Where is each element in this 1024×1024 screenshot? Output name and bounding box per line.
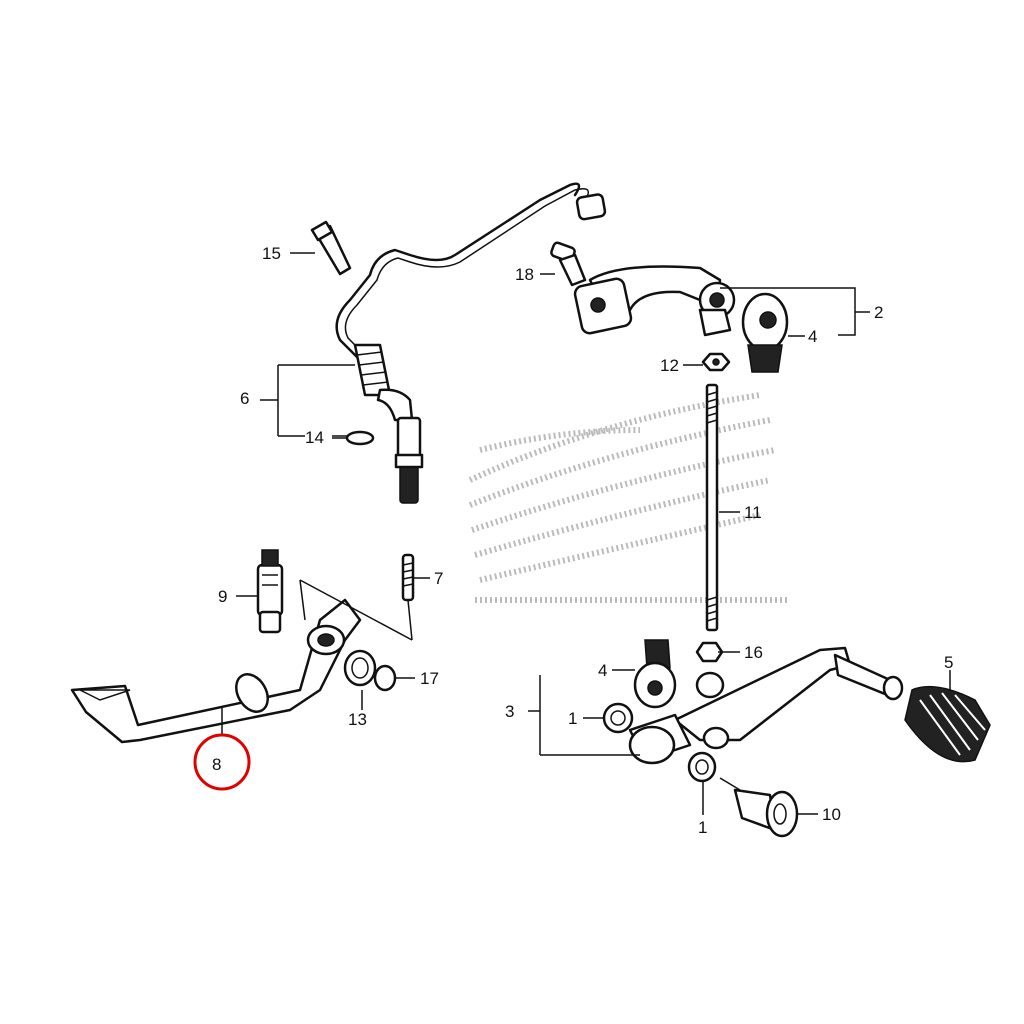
part-10-bolt	[719, 777, 799, 838]
callout-13: 13	[348, 710, 367, 729]
callout-10: 10	[822, 805, 841, 824]
leader-lines	[221, 252, 951, 815]
part-4-ball-joint-top	[741, 292, 789, 373]
part-15-bolt	[310, 220, 352, 276]
watermark-logo	[468, 392, 790, 603]
callout-1-bottom: 1	[698, 818, 707, 837]
highlight-circle	[193, 733, 251, 791]
part-6-shift-rod	[335, 182, 607, 504]
callout-12: 12	[660, 356, 679, 375]
part-8-brake-pedal	[70, 598, 362, 744]
part-1-oring-left	[602, 702, 634, 734]
part-2-shift-arm	[573, 265, 736, 337]
part-13-washer	[343, 649, 377, 687]
callout-6: 6	[240, 389, 249, 408]
part-18-bolt	[550, 241, 587, 287]
part-12-nut	[701, 352, 731, 372]
callout-5: 5	[944, 653, 953, 672]
callout-9: 9	[218, 587, 227, 606]
callout-4-bottom: 4	[598, 661, 607, 680]
callout-18: 18	[515, 265, 534, 284]
part-5-rubber	[904, 685, 991, 763]
callout-16: 16	[744, 643, 763, 662]
callout-11: 11	[744, 503, 762, 522]
callout-8: 8	[212, 755, 221, 774]
callout-14: 14	[305, 428, 324, 447]
callout-1-left: 1	[568, 709, 577, 728]
part-3-shift-pedal	[628, 646, 904, 765]
part-17-oring	[373, 664, 397, 692]
part-1-oring-right	[687, 751, 717, 783]
part-4-ball-joint-bottom	[633, 639, 677, 709]
part-9-switch	[256, 549, 284, 634]
callout-2: 2	[874, 303, 883, 322]
callout-4-top: 4	[808, 327, 817, 346]
callout-15: 15	[262, 244, 281, 263]
spring-coil	[353, 343, 392, 397]
callout-3: 3	[505, 702, 514, 721]
part-7-spring	[401, 553, 415, 641]
callout-7: 7	[434, 569, 443, 588]
part-11-tie-rod	[705, 383, 719, 632]
part-14-clip	[332, 430, 375, 446]
callout-17: 17	[420, 669, 439, 688]
